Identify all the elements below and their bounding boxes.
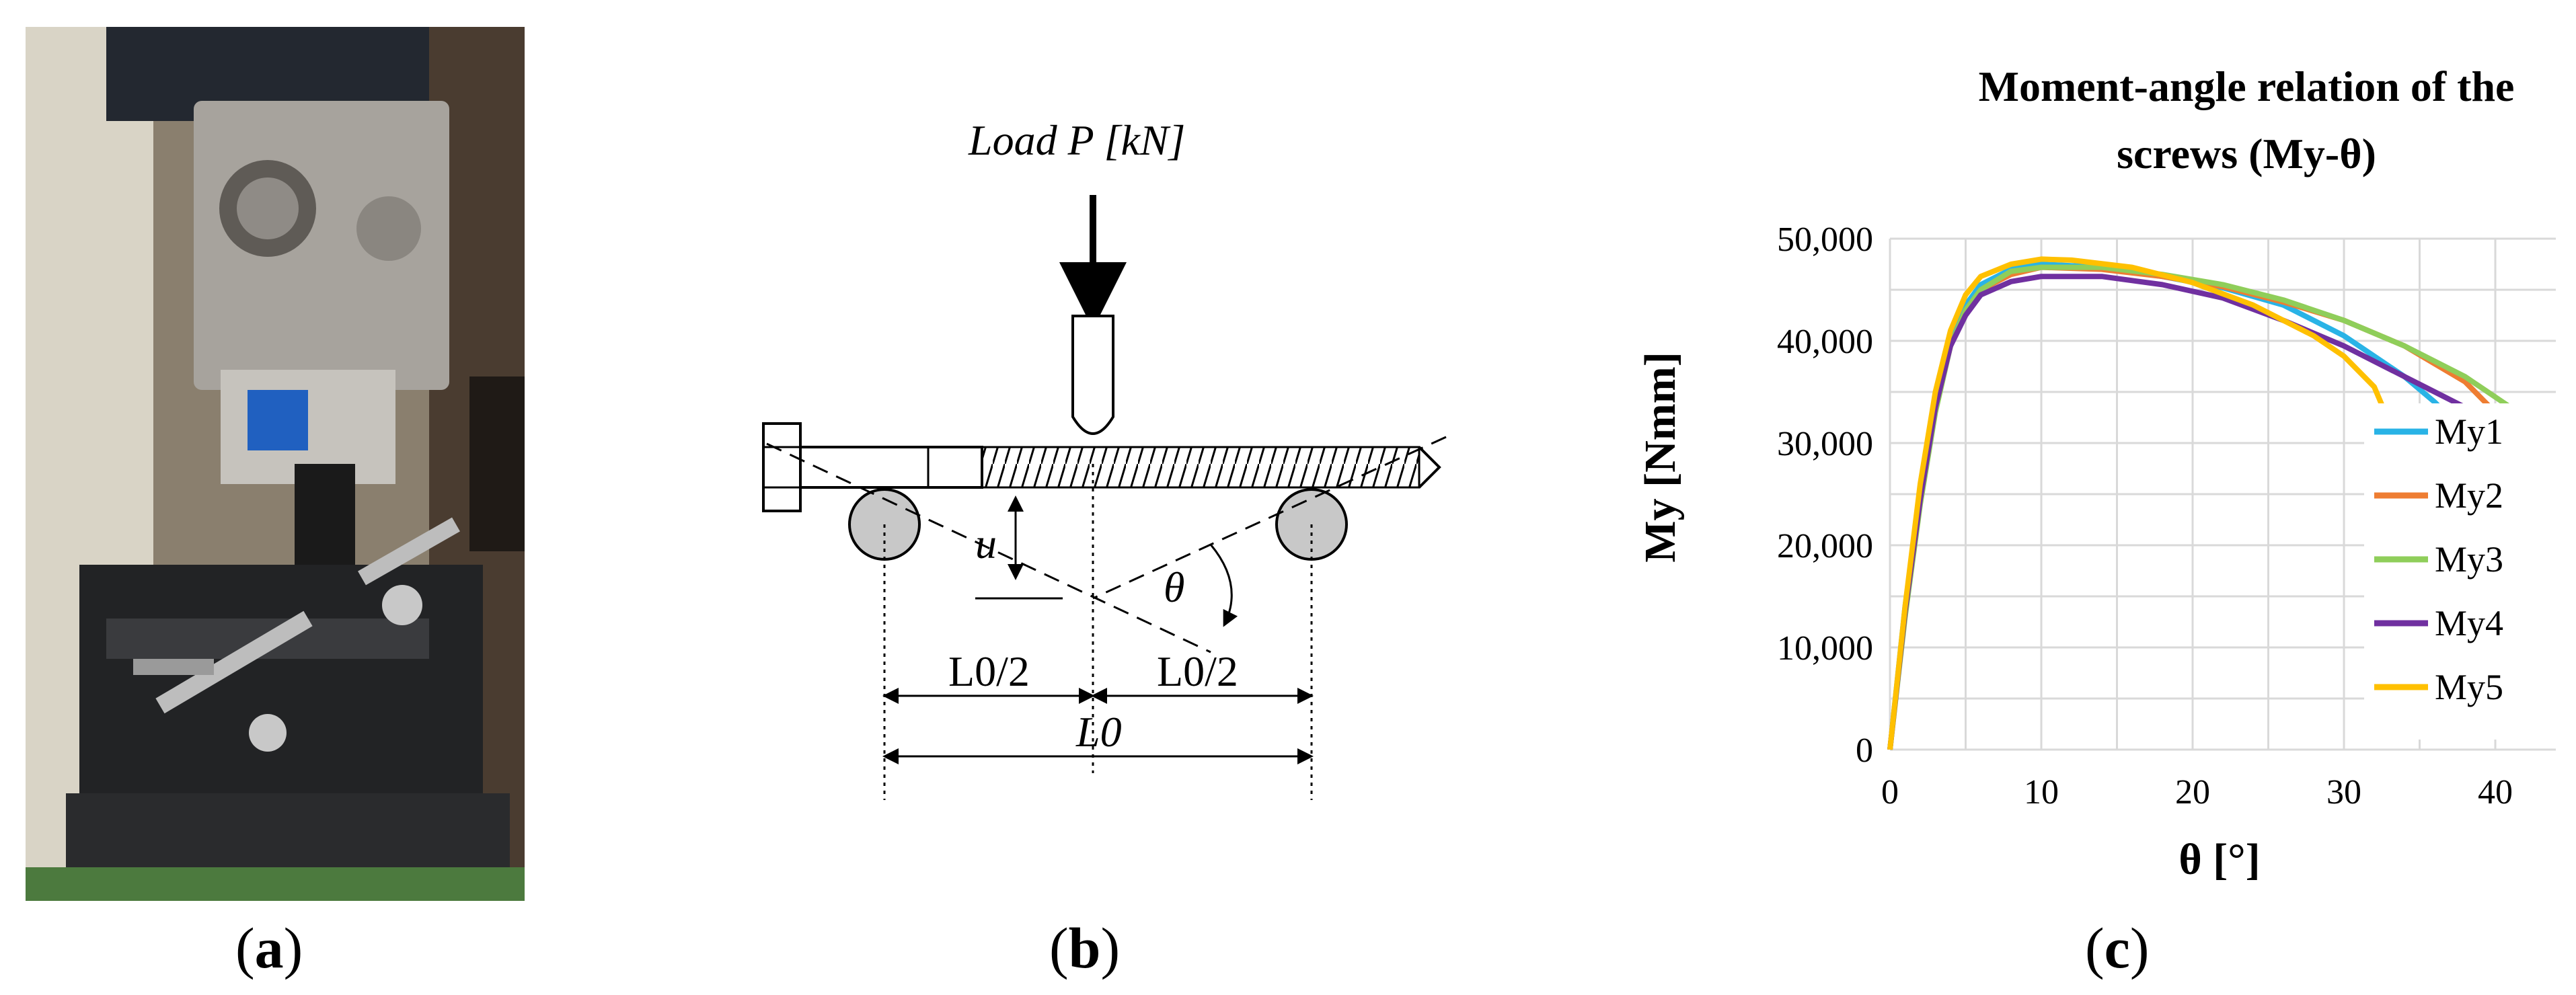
paren-open: ( (2085, 916, 2105, 980)
angle-label: θ (1164, 563, 1184, 611)
y-tick-labels: 0 10,000 20,000 30,000 40,000 50,000 (1777, 221, 1873, 770)
test-setup-photo (26, 27, 525, 901)
x-tick-label: 20 (2175, 773, 2210, 811)
y-tick-label: 0 (1856, 731, 1873, 770)
deflection-label: u (975, 520, 997, 567)
x-tick-label: 40 (2478, 773, 2513, 811)
panel-letter: a (254, 916, 284, 980)
chart-title-line2: screws (My-θ) (2117, 130, 2376, 177)
legend-entry: My4 (2435, 603, 2503, 643)
paren-close: ) (1100, 916, 1121, 980)
legend-entry: My3 (2435, 539, 2503, 580)
x-tick-label: 30 (2326, 773, 2361, 811)
legend-entry: My2 (2435, 475, 2503, 516)
chart-title-line1: Moment-angle relation of the (1979, 63, 2515, 110)
load-label: Load P [kN] (968, 116, 1185, 164)
x-axis-title: θ [°] (2179, 835, 2260, 884)
paren-open: ( (235, 916, 255, 980)
legend-entry: My5 (2435, 667, 2503, 707)
screw-shank (799, 446, 983, 489)
y-tick-label: 30,000 (1777, 425, 1873, 463)
panel-label-b: (b) (1049, 914, 1120, 982)
panel-letter: b (1068, 916, 1101, 980)
x-tick-label: 10 (2024, 773, 2059, 811)
y-tick-label: 20,000 (1777, 527, 1873, 565)
panel-letter: c (2104, 916, 2130, 980)
y-tick-label: 10,000 (1777, 629, 1873, 668)
paren-close: ) (283, 916, 303, 980)
half-span-left-label: L0/2 (948, 647, 1030, 695)
half-span-right-label: L0/2 (1157, 647, 1238, 695)
paren-close: ) (2129, 916, 2150, 980)
paren-open: ( (1049, 916, 1069, 980)
span-label: L0 (1075, 708, 1122, 756)
screw-tip (1418, 446, 1441, 489)
series-line-my5 (1887, 256, 2397, 750)
x-tick-label: 0 (1881, 773, 1899, 811)
x-tick-labels: 0 10 20 30 40 (1881, 773, 2513, 811)
y-tick-label: 50,000 (1777, 221, 1873, 259)
series-lines (1887, 256, 2528, 750)
moment-angle-chart: Moment-angle relation of the screws (My-… (1636, 63, 2566, 884)
legend-box (2364, 403, 2566, 740)
panel-label-a: (a) (235, 914, 303, 982)
screw-thread (981, 446, 1420, 489)
legend-entry: My1 (2435, 411, 2503, 452)
y-axis-title: My [Nmm] (1636, 352, 1685, 562)
panel-label-c: (c) (2085, 914, 2149, 982)
bending-test-diagram: Load P [kN] u θ L0/2 L0/2 L0 (762, 116, 1447, 800)
loading-pin (1071, 315, 1114, 435)
screw-head (762, 422, 802, 512)
y-tick-label: 40,000 (1777, 323, 1873, 361)
